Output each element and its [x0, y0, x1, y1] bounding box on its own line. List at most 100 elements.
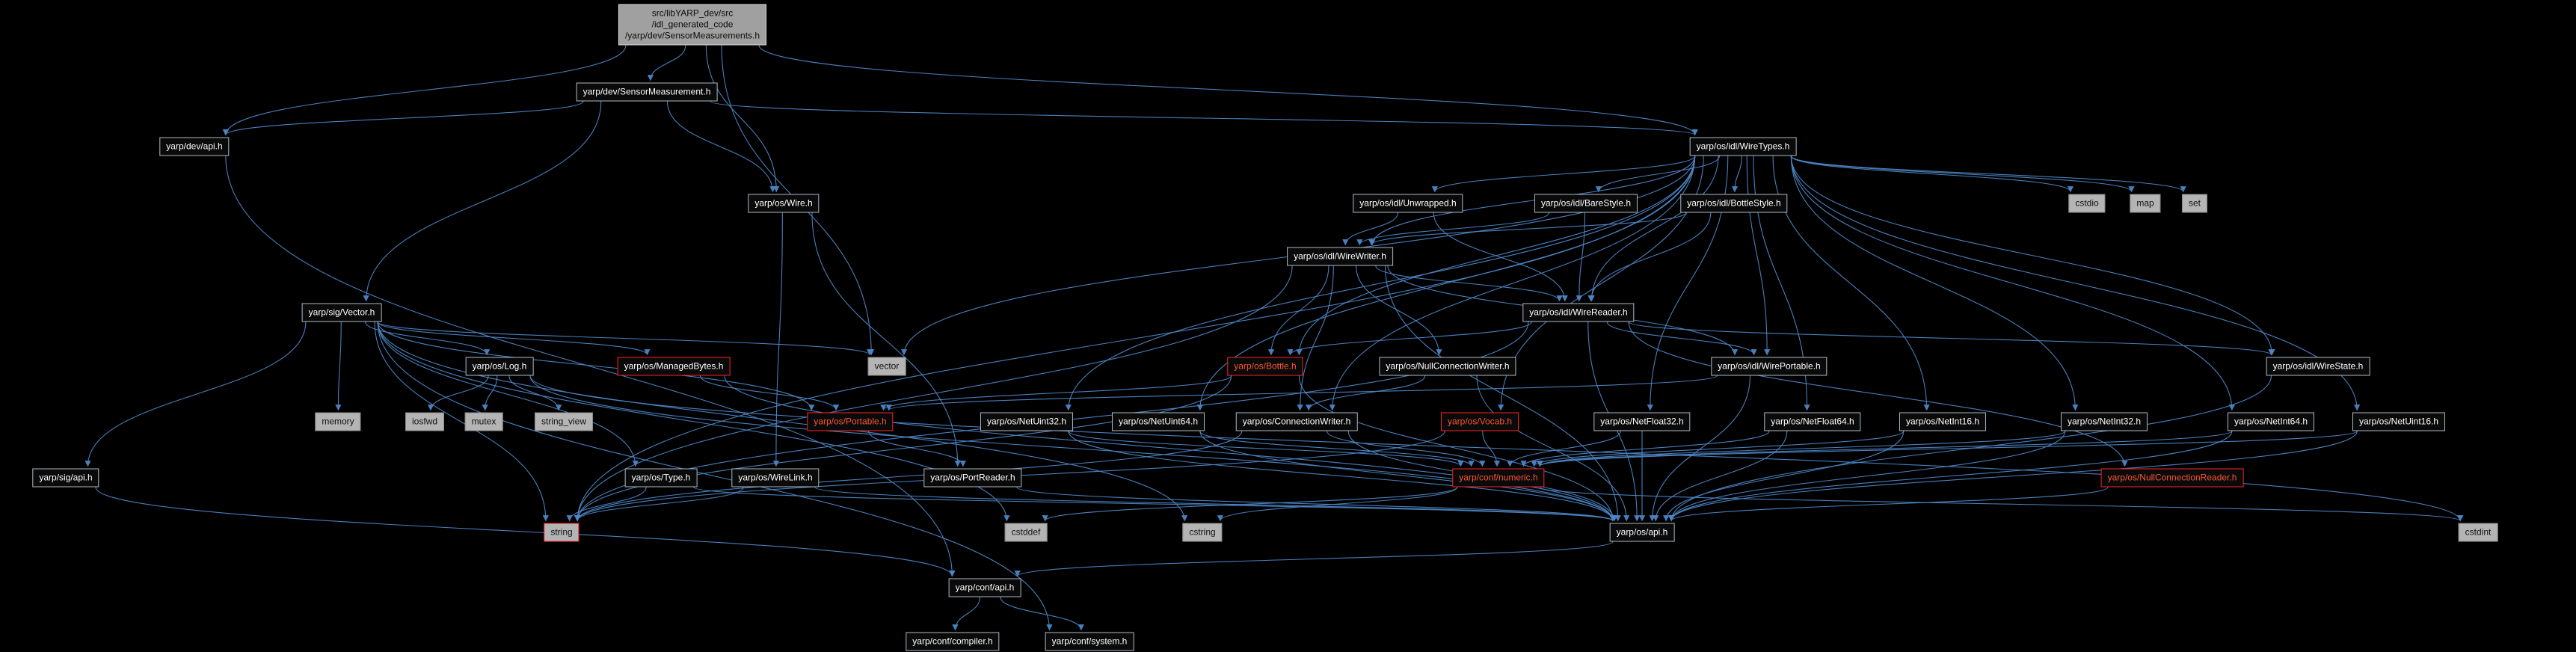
graph-node-cstddef[interactable]: cstddef	[1004, 523, 1048, 542]
include-edge-type-to-string	[566, 487, 647, 522]
include-edge-connWriter-to-numeric	[1326, 431, 1486, 467]
include-edge-netInt16-to-osApi	[1663, 431, 1905, 522]
graph-node-map[interactable]: map	[2130, 194, 2161, 213]
include-edge-netFloat64-to-numeric	[1520, 431, 1770, 467]
graph-node-label-line: /idl_generated_code	[651, 19, 734, 30]
include-edge-wireReader-to-wirePortable	[1606, 322, 1757, 356]
include-edge-wireLink-to-osApi	[814, 487, 1616, 522]
graph-node-netInt16[interactable]: yarp/os/NetInt16.h	[1899, 412, 1987, 431]
include-edge-root-to-wireTypes	[758, 45, 1698, 136]
graph-node-unwrapped[interactable]: yarp/os/idl/Unwrapped.h	[1353, 194, 1463, 213]
include-edge-sigVector-to-system	[377, 322, 1053, 631]
graph-node-bottle[interactable]: yarp/os/Bottle.h	[1227, 357, 1303, 376]
graph-node-osApi[interactable]: yarp/os/api.h	[1609, 523, 1675, 542]
include-edge-wireTypes-to-wireState	[1790, 156, 2275, 356]
graph-node-connWriter[interactable]: yarp/os/ConnectionWriter.h	[1235, 412, 1358, 431]
include-edge-sensorMeasurement-to-sigVector	[363, 101, 602, 302]
graph-node-wire[interactable]: yarp/os/Wire.h	[748, 194, 820, 213]
graph-node-nullConnReader[interactable]: yarp/os/NullConnectionReader.h	[2100, 468, 2244, 488]
include-edge-sigVector-to-cstring	[377, 322, 1188, 522]
graph-node-cstdint[interactable]: cstdint	[2458, 523, 2498, 542]
include-edge-wireWriter-to-bottle	[1267, 265, 1330, 356]
graph-node-wireLink[interactable]: yarp/os/WireLink.h	[731, 468, 820, 488]
graph-node-numeric[interactable]: yarp/conf/numeric.h	[1452, 468, 1545, 488]
include-edge-wireTypes-to-set	[1790, 156, 2186, 193]
graph-node-netUint64[interactable]: yarp/os/NetUint64.h	[1111, 412, 1205, 431]
graph-node-log[interactable]: yarp/os/Log.h	[465, 357, 534, 376]
include-edge-log-to-stringView	[508, 375, 562, 411]
graph-node-stringView[interactable]: string_view	[534, 412, 594, 431]
graph-node-string[interactable]: string	[544, 523, 580, 542]
include-edge-netUint64-to-osApi	[1199, 431, 1616, 522]
include-edge-sensorMeasurement-to-wire	[666, 101, 776, 193]
include-edge-wireWriter-to-string	[574, 265, 1293, 522]
graph-node-netFloat64[interactable]: yarp/os/NetFloat64.h	[1764, 412, 1861, 431]
include-edge-sigVector-to-memory	[335, 322, 342, 411]
graph-node-portable[interactable]: yarp/os/Portable.h	[807, 412, 894, 431]
include-edge-log-to-mutex	[482, 375, 498, 411]
graph-node-sensorMeasurement[interactable]: yarp/dev/SensorMeasurement.h	[576, 82, 718, 102]
include-edge-wireTypes-to-bottle	[1296, 156, 1696, 356]
graph-node-wireReader[interactable]: yarp/os/idl/WireReader.h	[1522, 303, 1635, 322]
include-edge-osApi-to-confApi	[1014, 541, 1614, 577]
include-edge-wireTypes-to-wireWriter	[1369, 156, 1696, 246]
graph-node-bottleStyle[interactable]: yarp/os/idl/BottleStyle.h	[1680, 194, 1788, 213]
include-edge-wireWriter-to-nullConnWriter	[1356, 265, 1442, 356]
graph-node-memory[interactable]: memory	[315, 412, 361, 431]
include-edge-unwrapped-to-wireWriter	[1342, 212, 1398, 246]
include-edge-netFloat32-to-numeric	[1507, 431, 1621, 467]
graph-node-netUint32[interactable]: yarp/os/NetUint32.h	[980, 412, 1074, 431]
include-edge-wireWriter-to-osApi	[1385, 265, 1621, 522]
include-edge-wireTypes-to-map	[1790, 156, 2135, 193]
graph-node-iosfwd[interactable]: iosfwd	[405, 412, 445, 431]
include-edge-wireState-to-osApi	[1668, 375, 2272, 522]
graph-node-vector[interactable]: vector	[867, 357, 906, 376]
include-edge-sigVector-to-sigApi	[84, 322, 307, 467]
include-edge-wireTypes-to-unwrapped	[1431, 156, 1696, 193]
graph-node-managedBytes[interactable]: yarp/os/ManagedBytes.h	[617, 357, 731, 376]
graph-node-devApi[interactable]: yarp/dev/api.h	[159, 137, 230, 156]
graph-node-portReader[interactable]: yarp/os/PortReader.h	[923, 468, 1022, 488]
graph-node-label-line: src/libYARP_dev/src	[651, 7, 734, 19]
graph-node-vocab[interactable]: yarp/os/Vocab.h	[1440, 412, 1519, 431]
graph-node-set[interactable]: set	[2181, 194, 2208, 213]
graph-node-compiler[interactable]: yarp/conf/compiler.h	[906, 632, 1000, 651]
graph-node-cstring[interactable]: cstring	[1182, 523, 1223, 542]
graph-node-wireTypes[interactable]: yarp/os/idl/WireTypes.h	[1689, 137, 1797, 156]
include-edge-bottle-to-string	[574, 375, 1232, 522]
include-edge-netUint32-to-numeric	[1068, 431, 1464, 467]
include-edge-managedBytes-to-osApi	[724, 375, 1616, 522]
include-edge-unwrapped-to-wireReader	[1433, 212, 1568, 302]
graph-node-wirePortable[interactable]: yarp/os/idl/WirePortable.h	[1711, 357, 1828, 376]
graph-node-wireState[interactable]: yarp/os/idl/WireState.h	[2266, 357, 2370, 376]
graph-node-netUint16[interactable]: yarp/os/NetUint16.h	[2352, 412, 2446, 431]
graph-node-system[interactable]: yarp/conf/system.h	[1045, 632, 1134, 651]
graph-node-sigApi[interactable]: yarp/sig/api.h	[32, 468, 99, 488]
graph-node-type[interactable]: yarp/os/Type.h	[624, 468, 698, 488]
include-edge-wire-to-portReader	[811, 212, 961, 467]
graph-node-mutex[interactable]: mutex	[464, 412, 503, 431]
graph-node-bareStyle[interactable]: yarp/os/idl/BareStyle.h	[1534, 194, 1638, 213]
include-edge-log-to-osApi	[529, 375, 1616, 522]
graph-node-netInt64[interactable]: yarp/os/NetInt64.h	[2227, 412, 2315, 431]
include-edge-netInt32-to-numeric	[1537, 431, 2066, 467]
include-edge-managedBytes-to-portable	[699, 375, 840, 411]
graph-node-confApi[interactable]: yarp/conf/api.h	[948, 578, 1021, 597]
graph-node-nullConnWriter[interactable]: yarp/os/NullConnectionWriter.h	[1379, 357, 1516, 376]
include-edge-sigVector-to-vector	[377, 322, 873, 356]
include-edge-confApi-to-compiler	[952, 597, 981, 631]
graph-node-wireWriter[interactable]: yarp/os/idl/WireWriter.h	[1287, 247, 1393, 266]
graph-node-netInt32[interactable]: yarp/os/NetInt32.h	[2060, 412, 2148, 431]
include-edge-wireReader-to-nullConnReader	[1628, 322, 2128, 467]
include-edge-wireTypes-to-netUint32	[1065, 156, 1696, 411]
include-edge-wireTypes-to-netInt32	[1790, 156, 2079, 411]
include-edge-nullConnReader-to-osApi	[1668, 487, 2109, 522]
include-edge-bottleStyle-to-wireWriter	[1368, 212, 1687, 246]
graph-node-netFloat32[interactable]: yarp/os/NetFloat32.h	[1593, 412, 1691, 431]
include-edge-devApi-to-confApi	[225, 156, 956, 577]
graph-node-cstdio[interactable]: cstdio	[2068, 194, 2106, 213]
include-edge-netInt32-to-osApi	[1668, 431, 2066, 522]
include-edge-wireReader-to-wireState	[1628, 322, 2275, 356]
include-edge-nullConnWriter-to-osApi	[1476, 375, 1630, 522]
graph-node-sigVector[interactable]: yarp/sig/Vector.h	[301, 303, 382, 322]
